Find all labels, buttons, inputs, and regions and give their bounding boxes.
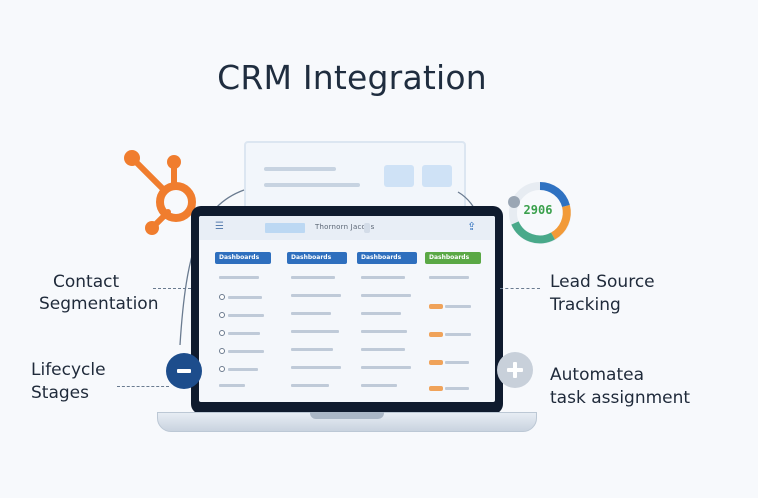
row-icon (219, 366, 225, 372)
label-line: Automatea (550, 365, 644, 385)
connector-dash (500, 288, 540, 289)
row-line (228, 350, 264, 353)
row-line (361, 384, 397, 387)
lead-source-tracking-label: Lead Source Tracking (550, 271, 655, 317)
row-line (228, 368, 258, 371)
search-input[interactable] (265, 223, 305, 233)
contact-segmentation-label-2: Segmentation (39, 293, 158, 316)
row-line (361, 366, 411, 369)
window-button (422, 165, 452, 187)
row-line (219, 276, 259, 279)
share-icon[interactable]: ⇪ (467, 220, 477, 233)
dashboard-column: Dashboards (215, 252, 271, 398)
label-line: Stages (31, 383, 89, 403)
contact-segmentation-label: Contact (53, 271, 119, 294)
row-icon (219, 312, 225, 318)
laptop-notch (310, 412, 384, 419)
hubspot-sprocket-icon (124, 150, 196, 235)
row-icon (219, 294, 225, 300)
dashboard-column: Dashboards (287, 252, 347, 398)
label-line: Lead Source (550, 272, 655, 292)
label-line: Contact (53, 272, 120, 292)
page-title: CRM Integration (217, 58, 487, 97)
row-tag (429, 360, 443, 365)
row-tag (429, 332, 443, 337)
row-icon (219, 330, 225, 336)
column-header[interactable]: Dashboards (425, 252, 481, 264)
window-button (384, 165, 414, 187)
row-line (291, 366, 341, 369)
background-window (244, 141, 466, 213)
crm-dashboard-screen: ☰ Thornorn Jacobs ⇪ Dashboards Dashboard… (199, 216, 495, 402)
minus-icon[interactable] (166, 353, 202, 389)
row-tag (429, 304, 443, 309)
column-header[interactable]: Dashboards (287, 252, 347, 264)
row-line (445, 305, 471, 308)
row-line (228, 314, 264, 317)
donut-gauge-icon: 2906 (503, 180, 573, 246)
label-line: task assignment (550, 388, 691, 408)
label-line: Lifecycle (31, 360, 106, 380)
placeholder-line (264, 167, 336, 171)
topbar-pill (364, 223, 370, 233)
topbar-user-text: Thornorn Jacobs (315, 223, 375, 231)
label-line: Segmentation (39, 294, 159, 314)
row-line (219, 384, 245, 387)
menu-icon[interactable]: ☰ (215, 221, 224, 232)
row-line (228, 332, 260, 335)
row-line (291, 312, 331, 315)
row-line (445, 361, 469, 364)
column-header[interactable]: Dashboards (215, 252, 271, 264)
row-line (291, 330, 339, 333)
row-line (361, 348, 405, 351)
plus-icon[interactable] (497, 352, 533, 388)
lifecycle-stages-label: Lifecycle Stages (31, 359, 106, 405)
row-tag (429, 386, 443, 391)
row-line (429, 276, 469, 279)
row-line (291, 294, 341, 297)
row-line (361, 294, 411, 297)
row-line (361, 276, 405, 279)
row-line (228, 296, 262, 299)
row-line (291, 348, 333, 351)
row-line (445, 387, 469, 390)
automated-task-assignment-label: Automatea task assignment (550, 364, 690, 410)
row-line (291, 276, 335, 279)
dashboard-column: Dashboards (425, 252, 481, 398)
row-line (291, 384, 329, 387)
label-line: Tracking (550, 295, 621, 315)
gauge-value: 2906 (523, 203, 553, 217)
column-header[interactable]: Dashboards (357, 252, 417, 264)
row-line (445, 333, 471, 336)
row-line (361, 330, 407, 333)
placeholder-line (264, 183, 360, 187)
connector-dash (153, 288, 191, 289)
row-icon (219, 348, 225, 354)
connector-dash (117, 386, 169, 387)
dashboard-column: Dashboards (357, 252, 417, 398)
row-line (361, 312, 401, 315)
dashboard-topbar: ☰ Thornorn Jacobs ⇪ (199, 216, 495, 240)
